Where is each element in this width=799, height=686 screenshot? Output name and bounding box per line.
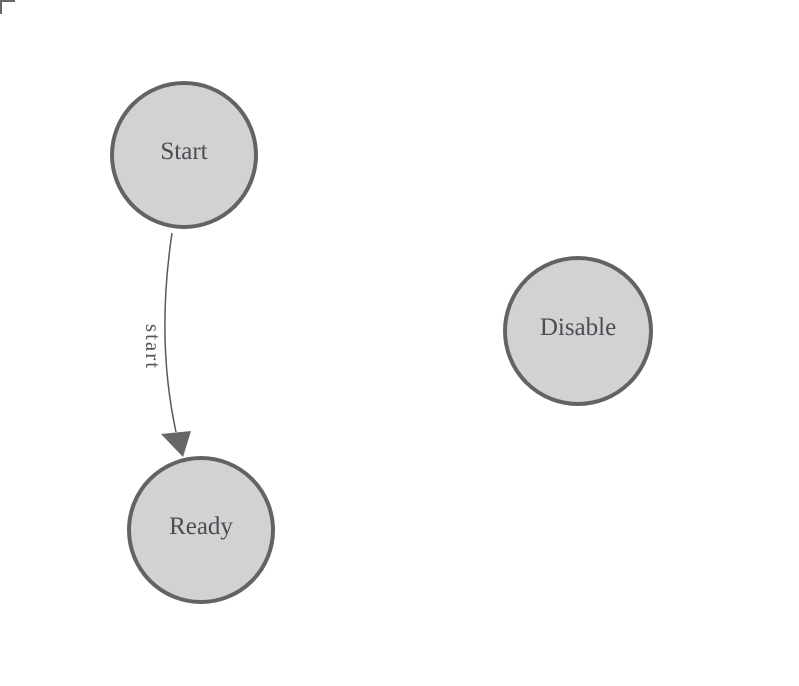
state-node-disable[interactable]: Disable <box>503 256 653 406</box>
edge-label: start <box>141 324 165 370</box>
edge-start-ready[interactable]: start <box>141 232 191 457</box>
canvas-corner-mark <box>0 0 15 14</box>
state-label-ready: Ready <box>169 513 233 540</box>
state-label-disable: Disable <box>540 314 616 341</box>
state-label-start: Start <box>160 138 207 165</box>
state-node-ready[interactable]: Ready <box>127 456 275 604</box>
state-circle-ready <box>127 456 275 604</box>
state-circle-disable <box>503 256 653 406</box>
edge-path <box>164 232 177 433</box>
state-node-start[interactable]: Start <box>110 81 258 229</box>
state-circle-start <box>110 81 258 229</box>
edge-arrowhead <box>161 431 191 457</box>
